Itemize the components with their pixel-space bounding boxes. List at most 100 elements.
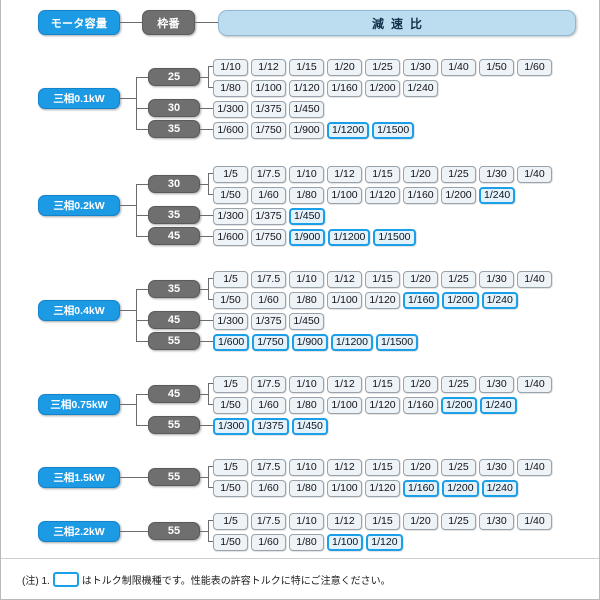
ratio-box-torque-limited[interactable]: 1/1500 [373,228,416,246]
frame-number-box[interactable]: 35 [148,206,200,224]
ratio-box[interactable]: 1/30 [479,458,514,476]
ratio-box-torque-limited[interactable]: 1/1500 [375,333,419,351]
ratio-box[interactable]: 1/12 [327,375,362,393]
ratio-box-torque-limited[interactable]: 1/120 [366,533,403,551]
ratio-box[interactable]: 1/80 [289,396,324,414]
ratio-box-torque-limited[interactable]: 1/750 [252,333,289,351]
frame-number-box[interactable]: 55 [148,416,200,434]
frame-number-box[interactable]: 55 [148,467,200,486]
ratio-box[interactable]: 1/120 [289,79,324,97]
ratio-box-torque-limited[interactable]: 1/1200 [327,121,370,139]
ratio-box[interactable]: 1/5 [213,270,248,288]
ratio-box[interactable]: 1/750 [251,121,286,139]
motor-capacity-box[interactable]: 三相2.2kW [38,520,120,542]
motor-capacity-box[interactable]: 三相0.75kW [38,394,120,415]
ratio-box[interactable]: 1/10 [289,512,324,530]
frame-number-box[interactable]: 45 [148,227,200,245]
ratio-box-torque-limited[interactable]: 1/900 [291,333,328,351]
frame-number-box[interactable]: 55 [148,521,200,540]
ratio-box[interactable]: 1/50 [479,58,514,76]
ratio-box[interactable]: 1/60 [251,186,286,204]
ratio-box[interactable]: 1/30 [479,165,514,183]
ratio-box[interactable]: 1/600 [213,121,248,139]
ratio-box[interactable]: 1/80 [289,479,324,497]
ratio-box[interactable]: 1/12 [327,270,362,288]
ratio-box[interactable]: 1/30 [479,270,514,288]
ratio-box[interactable]: 1/15 [365,512,400,530]
frame-number-box[interactable]: 35 [148,120,200,138]
ratio-box[interactable]: 1/120 [365,186,400,204]
ratio-box[interactable]: 1/300 [213,207,248,225]
ratio-box[interactable]: 1/7.5 [251,375,286,393]
ratio-box[interactable]: 1/120 [365,479,400,497]
ratio-box[interactable]: 1/120 [365,291,400,309]
ratio-box[interactable]: 1/25 [441,458,476,476]
motor-capacity-box[interactable]: 三相0.1kW [38,87,120,109]
ratio-box[interactable]: 1/160 [403,186,438,204]
ratio-box[interactable]: 1/7.5 [251,458,286,476]
ratio-box[interactable]: 1/60 [517,58,552,76]
ratio-box-torque-limited[interactable]: 1/240 [481,291,518,309]
ratio-box[interactable]: 1/200 [365,79,400,97]
ratio-box[interactable]: 1/60 [251,396,286,414]
ratio-box[interactable]: 1/20 [403,458,438,476]
ratio-box[interactable]: 1/100 [327,291,362,309]
ratio-box[interactable]: 1/160 [403,396,438,414]
ratio-box[interactable]: 1/40 [517,512,552,530]
ratio-box[interactable]: 1/10 [289,165,324,183]
ratio-box[interactable]: 1/100 [327,186,362,204]
ratio-box[interactable]: 1/240 [403,79,438,97]
ratio-box[interactable]: 1/375 [251,312,286,330]
ratio-box[interactable]: 1/15 [365,375,400,393]
ratio-box-torque-limited[interactable]: 1/1200 [330,333,373,351]
ratio-box[interactable]: 1/100 [251,79,286,97]
ratio-box[interactable]: 1/300 [213,312,248,330]
ratio-box[interactable]: 1/80 [213,79,248,97]
ratio-box[interactable]: 1/200 [441,186,476,204]
ratio-box[interactable]: 1/25 [441,270,476,288]
ratio-box-torque-limited[interactable]: 1/160 [403,291,440,309]
ratio-box-torque-limited[interactable]: 1/100 [327,533,364,551]
frame-number-box[interactable]: 45 [148,311,200,329]
ratio-box[interactable]: 1/15 [365,165,400,183]
ratio-box[interactable]: 1/40 [517,375,552,393]
ratio-box[interactable]: 1/300 [213,100,248,118]
ratio-box[interactable]: 1/7.5 [251,512,286,530]
ratio-box[interactable]: 1/15 [289,58,324,76]
ratio-box[interactable]: 1/900 [289,121,324,139]
ratio-box[interactable]: 1/10 [289,270,324,288]
ratio-box[interactable]: 1/50 [213,479,248,497]
ratio-box[interactable]: 1/80 [289,533,324,551]
ratio-box[interactable]: 1/60 [251,479,286,497]
ratio-box[interactable]: 1/60 [251,533,286,551]
frame-number-box[interactable]: 25 [148,67,200,86]
ratio-box[interactable]: 1/60 [251,291,286,309]
motor-capacity-box[interactable]: 三相1.5kW [38,466,120,488]
ratio-box[interactable]: 1/40 [441,58,476,76]
ratio-box-torque-limited[interactable]: 1/300 [213,417,250,435]
ratio-box-torque-limited[interactable]: 1/375 [252,417,289,435]
ratio-box[interactable]: 1/50 [213,396,248,414]
ratio-box[interactable]: 1/7.5 [251,270,286,288]
ratio-box[interactable]: 1/450 [289,100,324,118]
motor-capacity-box[interactable]: 三相0.2kW [38,194,120,216]
ratio-box-torque-limited[interactable]: 1/1500 [372,121,415,139]
ratio-box[interactable]: 1/5 [213,165,248,183]
ratio-box[interactable]: 1/375 [251,207,286,225]
frame-number-box[interactable]: 35 [148,279,200,298]
ratio-box[interactable]: 1/7.5 [251,165,286,183]
ratio-box[interactable]: 1/25 [441,375,476,393]
ratio-box[interactable]: 1/50 [213,533,248,551]
ratio-box-torque-limited[interactable]: 1/200 [442,479,479,497]
ratio-box[interactable]: 1/12 [327,512,362,530]
ratio-box[interactable]: 1/12 [251,58,286,76]
ratio-box[interactable]: 1/25 [365,58,400,76]
ratio-box[interactable]: 1/5 [213,375,248,393]
ratio-box[interactable]: 1/100 [327,396,362,414]
ratio-box[interactable]: 1/50 [213,291,248,309]
ratio-box[interactable]: 1/450 [289,312,324,330]
ratio-box[interactable]: 1/50 [213,186,248,204]
ratio-box[interactable]: 1/120 [365,396,400,414]
ratio-box-torque-limited[interactable]: 1/240 [480,396,517,414]
ratio-box-torque-limited[interactable]: 1/200 [442,291,479,309]
